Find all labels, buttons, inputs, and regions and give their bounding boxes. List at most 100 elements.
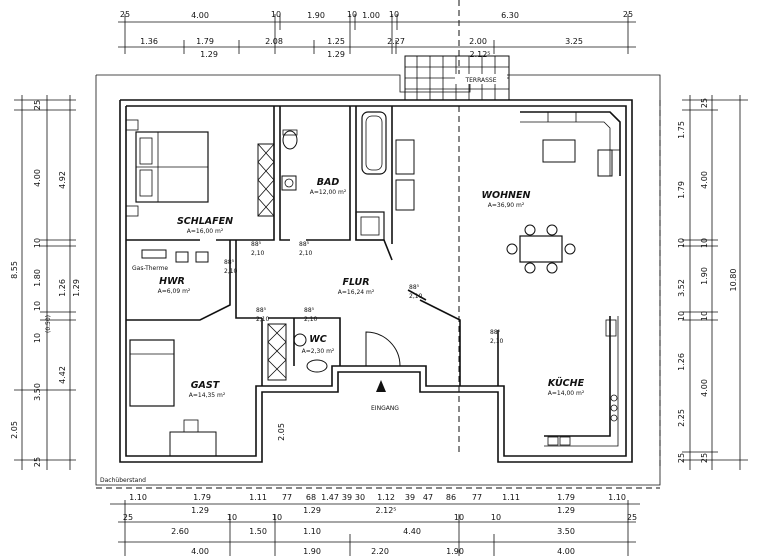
dim-bot-r5-2: 1.90 <box>303 547 321 556</box>
dim-bot-r3-4: 10 <box>454 513 464 522</box>
room-wc-area: A=2,30 m² <box>302 348 335 355</box>
hwr-fixtures: Gas-Therme <box>132 249 209 272</box>
dim-top-7: 10 <box>389 10 399 19</box>
dim-bot-r5-3: 2.20 <box>371 547 389 556</box>
bathtub-icon <box>361 111 387 175</box>
entrance-door-icon <box>365 331 401 367</box>
dim-bot-r5-4: 1.90 <box>446 547 464 556</box>
coffee-table-icon <box>542 139 576 163</box>
room-gast-name: GAST <box>191 380 221 391</box>
dim-top-3: 10 <box>271 10 281 19</box>
door-5-width: 88⁵ <box>304 307 315 314</box>
dim-top-5: 10 <box>347 10 357 19</box>
dim-top-r2-6: 2.00 <box>469 37 487 46</box>
room-schlafen-name: SCHLAFEN <box>177 216 233 227</box>
dim-bot-r2-4: 1.29 <box>557 506 575 515</box>
dim-right-m2: 4.00 <box>700 171 709 189</box>
dim-left-2: 4.00 <box>33 169 42 187</box>
dim-bot-5: 68 <box>306 493 316 502</box>
dim-bot-7: 39 <box>342 493 352 502</box>
dim-left-7: 3.50 <box>33 383 42 401</box>
shower-icon <box>355 211 385 241</box>
dim-right-3: 10 <box>677 238 686 248</box>
dim-left-m3: 1.29 <box>72 279 81 297</box>
dim-top-r3-2: 1.29 <box>327 50 345 59</box>
door-size-labels: 88⁵ 2,10 88⁵ 2,10 88⁵ 2,10 88⁵ 2,10 88⁵ … <box>224 241 504 345</box>
dim-top-r2-4: 1.25 <box>327 37 345 46</box>
dim-bot-r3-5: 10 <box>491 513 501 522</box>
door-6-width: 88⁵ <box>409 284 420 291</box>
room-wohnen-name: WOHNEN <box>482 190 531 201</box>
dim-left-m4: 4.42 <box>58 366 67 384</box>
dim-right-7: 2.25 <box>677 409 686 427</box>
door-3-width: 88⁵ <box>224 259 235 266</box>
top-dimension-lines <box>118 0 636 75</box>
dim-bot-11: 47 <box>423 493 433 502</box>
dim-bot-3: 1.11 <box>249 493 267 502</box>
dim-top-1: 25 <box>120 10 130 19</box>
dim-top-r2-1: 1.36 <box>140 37 158 46</box>
dim-bot-r3-3: 10 <box>272 513 282 522</box>
room-schlafen-area: A=16,00 m² <box>187 228 224 235</box>
dim-bot-2: 1.79 <box>193 493 211 502</box>
dim-right-4: 3.52 <box>677 279 686 297</box>
dim-right-5: 10 <box>677 311 686 321</box>
dim-right-m3: 10 <box>700 238 709 248</box>
dining-table <box>506 224 576 274</box>
door-3-height: 2,10 <box>224 268 238 275</box>
sofa-group <box>520 111 621 177</box>
left-dimension-lines <box>14 95 76 470</box>
room-hwr-name: HWR <box>159 276 185 287</box>
dim-top-r3-1: 1.29 <box>200 50 218 59</box>
dim-left-extra: (0.50) <box>45 315 52 333</box>
eingang-label: EINGANG <box>371 405 399 412</box>
sideboard <box>395 139 415 211</box>
dim-bot-r2-3: 2.12⁵ <box>375 506 396 515</box>
room-kueche-area: A=14,00 m² <box>548 390 585 397</box>
dim-top-r3-3: 2.12⁵ <box>469 50 490 59</box>
door-5-height: 2,10 <box>304 316 318 323</box>
stove-icon <box>610 394 618 402</box>
dim-left-1: 25 <box>33 100 42 110</box>
dim-bot-r3-1: 25 <box>123 513 133 522</box>
dim-right-8: 25 <box>677 453 686 463</box>
outer-walls <box>119 99 633 463</box>
terrasse-label: TERRASSE <box>464 77 496 84</box>
dim-right-6: 1.26 <box>677 353 686 371</box>
room-bad-name: BAD <box>317 177 340 188</box>
dim-bot-15: 1.79 <box>557 493 575 502</box>
wc-toilet-icon <box>306 359 328 373</box>
dim-top-8: 6.30 <box>501 11 519 20</box>
room-labels: SCHLAFEN A=16,00 m² BAD A=12,00 m² WOHNE… <box>158 177 585 412</box>
dim-bot-r4-3: 1.10 <box>303 527 321 536</box>
nightstand-icon <box>125 119 139 131</box>
dim-top-9: 25 <box>623 10 633 19</box>
dim-bot-12: 86 <box>446 493 456 502</box>
wc-fixtures <box>267 323 328 381</box>
single-bed <box>129 339 175 407</box>
dim-top-r2-2: 1.79 <box>196 37 214 46</box>
dim-right-outer: 10.80 <box>729 269 738 292</box>
room-wc-name: WC <box>309 334 326 345</box>
dim-left-3: 10 <box>33 238 42 248</box>
left-dimension-text: 25 4.00 10 1.80 10 10 3.50 25 4.92 1.26 … <box>10 100 81 467</box>
dim-right-1: 1.75 <box>677 121 686 139</box>
dim-bot-r3-2: 10 <box>227 513 237 522</box>
dim-top-r2-5: 2.27 <box>387 37 405 46</box>
dim-right-m4: 1.90 <box>700 267 709 285</box>
dachueberstand-label: Dachüberstand <box>100 477 146 484</box>
room-flur-name: FLUR <box>342 277 369 288</box>
dim-bot-8: 30 <box>355 493 365 502</box>
wardrobe <box>257 143 275 217</box>
dim-bot-r5-5: 4.00 <box>557 547 575 556</box>
nightstand-icon <box>125 205 139 217</box>
dim-entry-depth: 2.05 <box>277 423 286 441</box>
kitchen-counter <box>544 316 619 447</box>
dim-left-outer-1: 8.55 <box>10 261 19 279</box>
dim-bot-r2-1: 1.29 <box>191 506 209 515</box>
room-gast-area: A=14,35 m² <box>189 392 226 399</box>
dim-left-outer-2: 2.05 <box>10 421 19 439</box>
dim-left-8: 25 <box>33 457 42 467</box>
double-bed <box>135 131 209 203</box>
dim-top-2: 4.00 <box>191 11 209 20</box>
